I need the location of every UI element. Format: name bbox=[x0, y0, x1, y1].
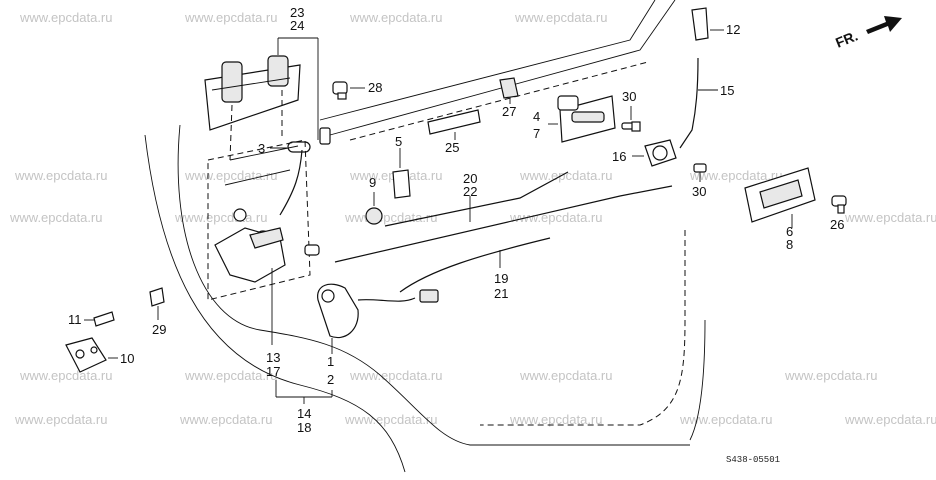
lock-knob-12 bbox=[691, 7, 724, 41]
callout-26: 26 bbox=[830, 217, 844, 232]
callout-28: 28 bbox=[368, 80, 382, 95]
callout-16: 16 bbox=[612, 149, 626, 164]
watermark: www.epcdata.ru bbox=[349, 368, 443, 383]
watermark: www.epcdata.ru bbox=[179, 412, 273, 427]
watermark: www.epcdata.ru bbox=[14, 168, 108, 183]
callout-27: 27 bbox=[502, 104, 516, 119]
callout-15: 15 bbox=[720, 83, 734, 98]
watermark: www.epcdata.ru bbox=[519, 168, 613, 183]
watermark-layer: www.epcdata.ru www.epcdata.ru www.epcdat… bbox=[9, 10, 936, 427]
callout-9: 9 bbox=[369, 175, 376, 190]
rod-20-22 bbox=[384, 171, 569, 227]
callout-25: 25 bbox=[445, 140, 459, 155]
escutcheon-6-8 bbox=[744, 167, 816, 228]
callout-30-lower: 30 bbox=[692, 184, 706, 199]
callout-10: 10 bbox=[120, 351, 134, 366]
door-outline bbox=[144, 0, 706, 473]
watermark: www.epcdata.ru bbox=[514, 10, 608, 25]
callout-13: 13 bbox=[266, 350, 280, 365]
latch-assembly bbox=[207, 139, 320, 345]
callout-2: 2 bbox=[327, 372, 334, 387]
rod-15 bbox=[679, 57, 718, 149]
door-lock-actuator bbox=[317, 283, 439, 354]
bracket-14-18 bbox=[275, 380, 333, 404]
watermark: www.epcdata.ru bbox=[174, 210, 268, 225]
clip-27 bbox=[499, 77, 519, 104]
callout-30-upper: 30 bbox=[622, 89, 636, 104]
watermark: www.epcdata.ru bbox=[184, 168, 278, 183]
callout-6: 6 bbox=[786, 224, 793, 239]
watermark: www.epcdata.ru bbox=[349, 10, 443, 25]
connector-3 bbox=[270, 127, 331, 153]
bolt-29 bbox=[149, 287, 165, 320]
watermark: www.epcdata.ru bbox=[679, 412, 773, 427]
watermark: www.epcdata.ru bbox=[844, 210, 936, 225]
callout-8: 8 bbox=[786, 237, 793, 252]
callout-20: 20 bbox=[463, 171, 477, 186]
watermark: www.epcdata.ru bbox=[689, 168, 783, 183]
callout-5: 5 bbox=[395, 134, 402, 149]
screw-30-upper bbox=[621, 106, 641, 132]
rod-19-21 bbox=[334, 185, 673, 293]
striker-10 bbox=[65, 337, 118, 373]
watermark: www.epcdata.ru bbox=[509, 210, 603, 225]
watermark: www.epcdata.ru bbox=[344, 412, 438, 427]
outer-door-handle bbox=[204, 37, 319, 161]
callout-29: 29 bbox=[152, 322, 166, 337]
direction-label: FR. bbox=[833, 27, 860, 50]
watermark: www.epcdata.ru bbox=[19, 368, 113, 383]
pad-5 bbox=[392, 148, 411, 199]
watermark: www.epcdata.ru bbox=[519, 368, 613, 383]
callout-18: 18 bbox=[297, 420, 311, 435]
screw-26 bbox=[831, 195, 847, 214]
watermark: www.epcdata.ru bbox=[509, 412, 603, 427]
callout-23: 23 bbox=[290, 5, 304, 20]
watermark: www.epcdata.ru bbox=[184, 368, 278, 383]
watermark: www.epcdata.ru bbox=[184, 10, 278, 25]
callout-3: 3 bbox=[258, 141, 265, 156]
callout-12: 12 bbox=[726, 22, 740, 37]
callout-1: 1 bbox=[327, 354, 334, 369]
callout-22: 22 bbox=[463, 184, 477, 199]
arrow-icon bbox=[866, 16, 902, 34]
bolt-28 bbox=[332, 81, 365, 100]
label-25 bbox=[427, 109, 481, 140]
watermark: www.epcdata.ru bbox=[784, 368, 878, 383]
callout-24: 24 bbox=[290, 18, 304, 33]
callout-4: 4 bbox=[533, 109, 540, 124]
front-direction-arrow: FR. bbox=[833, 16, 902, 51]
inner-handle bbox=[548, 95, 616, 143]
screw-30-lower bbox=[693, 163, 707, 182]
watermark: www.epcdata.ru bbox=[9, 210, 103, 225]
callout-11: 11 bbox=[68, 312, 82, 327]
clip-9 bbox=[365, 192, 383, 225]
callout-21: 21 bbox=[494, 286, 508, 301]
bolt-11 bbox=[84, 311, 115, 327]
callout-14: 14 bbox=[297, 406, 311, 421]
callout-7: 7 bbox=[533, 126, 540, 141]
callout-labels: 23 24 28 3 5 25 27 4 7 30 12 15 16 30 9 … bbox=[68, 5, 844, 435]
bellcrank-16 bbox=[632, 139, 677, 167]
watermark: www.epcdata.ru bbox=[844, 412, 936, 427]
watermark: www.epcdata.ru bbox=[14, 412, 108, 427]
callout-17: 17 bbox=[266, 364, 280, 379]
callout-19: 19 bbox=[494, 271, 508, 286]
watermark: www.epcdata.ru bbox=[19, 10, 113, 25]
diagram-code: S438-05501 bbox=[726, 455, 780, 465]
